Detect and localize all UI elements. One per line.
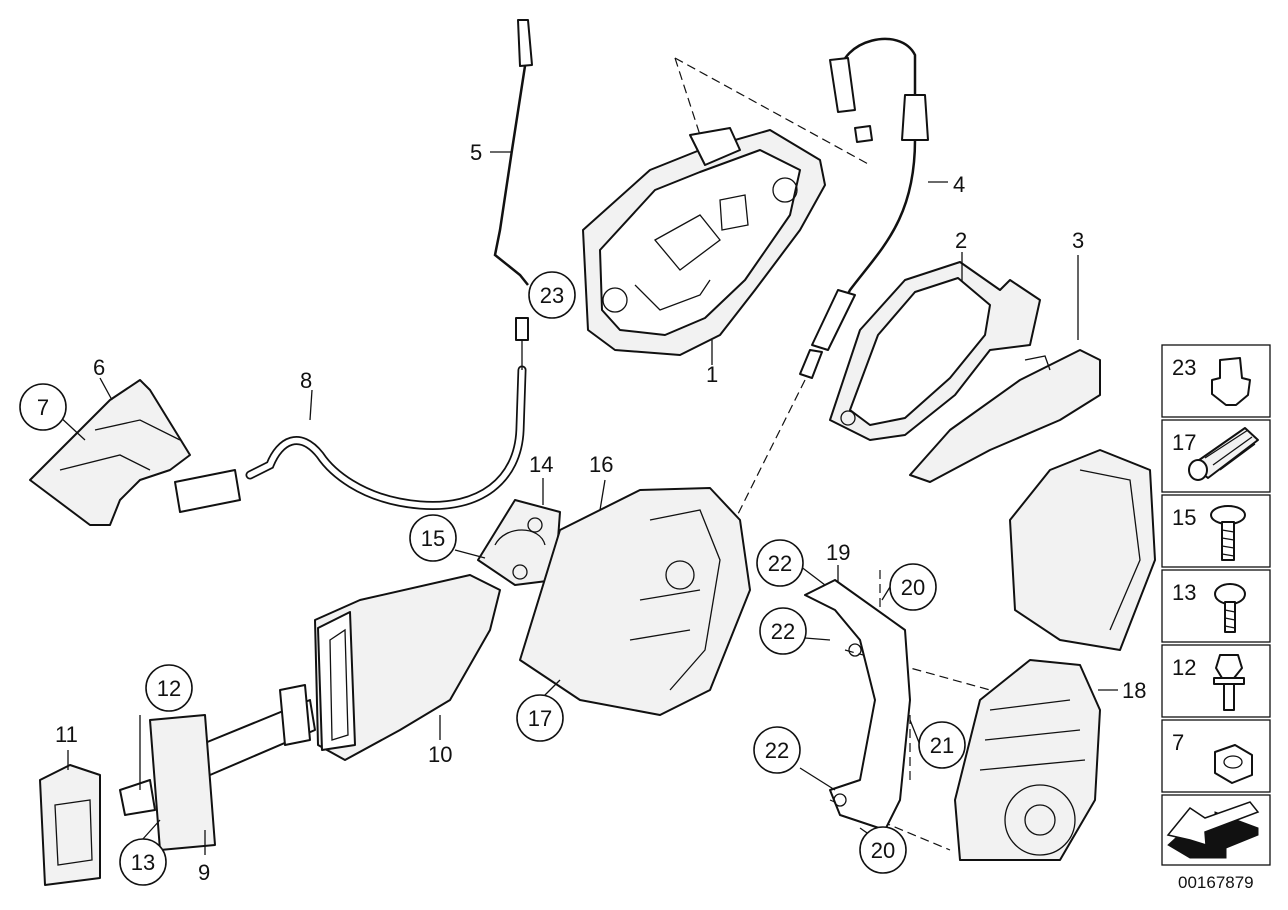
- callout-21: 21: [930, 733, 954, 758]
- callout-circle: 15: [409, 514, 457, 562]
- part-seal-pad: [29, 379, 191, 526]
- part-handle-bracket: [829, 261, 1041, 441]
- callout-circle: 13: [119, 838, 167, 886]
- callout-22: 22: [771, 619, 795, 644]
- callout-labels: 1 2 3 4 5 6 8 9 10 11 14 16 18 19: [55, 140, 1146, 885]
- callout-17: 17: [528, 706, 552, 731]
- callout-circle: 22: [756, 539, 804, 587]
- diagram-id: 00167879: [1178, 873, 1254, 892]
- label-leader-lines: [57, 151, 1118, 855]
- part-door-check: [119, 684, 316, 851]
- torx-screw-icon: [1210, 505, 1246, 561]
- part-wiring-harness: [174, 317, 529, 513]
- callout-circle: 21: [918, 721, 966, 769]
- callout-6: 6: [93, 355, 105, 380]
- callout-20: 20: [871, 838, 895, 863]
- legend-cell: [1161, 569, 1271, 643]
- callout-1: 1: [706, 362, 718, 387]
- callout-3: 3: [1072, 228, 1084, 253]
- callout-7: 7: [37, 395, 49, 420]
- part-outer-handle: [909, 349, 1101, 483]
- callout-12: 12: [157, 676, 181, 701]
- part-rod: [493, 19, 533, 286]
- legend-label: 13: [1172, 580, 1196, 605]
- legend-label: 12: [1172, 655, 1196, 680]
- grommet-icon: [1188, 427, 1259, 481]
- part-bracket: [804, 579, 911, 831]
- callout-22: 22: [768, 551, 792, 576]
- callout-2: 2: [955, 228, 967, 253]
- part-bowden-cable: [799, 37, 929, 379]
- callout-4: 4: [953, 172, 965, 197]
- screw-icon: [1214, 583, 1246, 633]
- part-lock-carrier: [582, 127, 826, 356]
- nut-icon: [1214, 744, 1253, 784]
- callout-22: 22: [765, 738, 789, 763]
- callout-16: 16: [589, 452, 613, 477]
- arrow-icon: [1166, 801, 1260, 859]
- fastener-legend: 23 17 15 13 12 7: [1161, 344, 1271, 866]
- part-bumper: [39, 764, 101, 886]
- callout-8: 8: [300, 368, 312, 393]
- clip-icon: [1211, 357, 1251, 406]
- callout-10: 10: [428, 742, 452, 767]
- bolt-icon: [1213, 654, 1245, 711]
- callout-13: 13: [131, 850, 155, 875]
- callout-circle: 17: [516, 694, 564, 742]
- callout-circle: 22: [753, 726, 801, 774]
- callout-circle: 22: [759, 607, 807, 655]
- legend-label: 15: [1172, 505, 1196, 530]
- callout-9: 9: [198, 860, 210, 885]
- callout-15: 15: [421, 526, 445, 551]
- callout-circle: 20: [889, 563, 937, 611]
- callout-5: 5: [470, 140, 482, 165]
- legend-label: 23: [1172, 355, 1196, 380]
- legend-label: 7: [1172, 730, 1184, 755]
- callout-circle: 20: [859, 826, 907, 874]
- callout-circle: 23: [528, 271, 576, 319]
- circled-callouts: 23 7 15 17 12 13 22 22: [19, 271, 966, 886]
- callout-20: 20: [901, 575, 925, 600]
- part-lock-actuator: [954, 449, 1156, 861]
- legend-label: 17: [1172, 430, 1196, 455]
- callout-18: 18: [1122, 678, 1146, 703]
- callout-19: 19: [826, 540, 850, 565]
- callout-circle: 7: [19, 383, 67, 431]
- callout-circle: 12: [145, 664, 193, 712]
- callout-23: 23: [540, 283, 564, 308]
- callout-11: 11: [55, 722, 78, 747]
- part-door-boot: [314, 574, 501, 761]
- callout-14: 14: [529, 452, 553, 477]
- legend-cell: [1161, 494, 1271, 568]
